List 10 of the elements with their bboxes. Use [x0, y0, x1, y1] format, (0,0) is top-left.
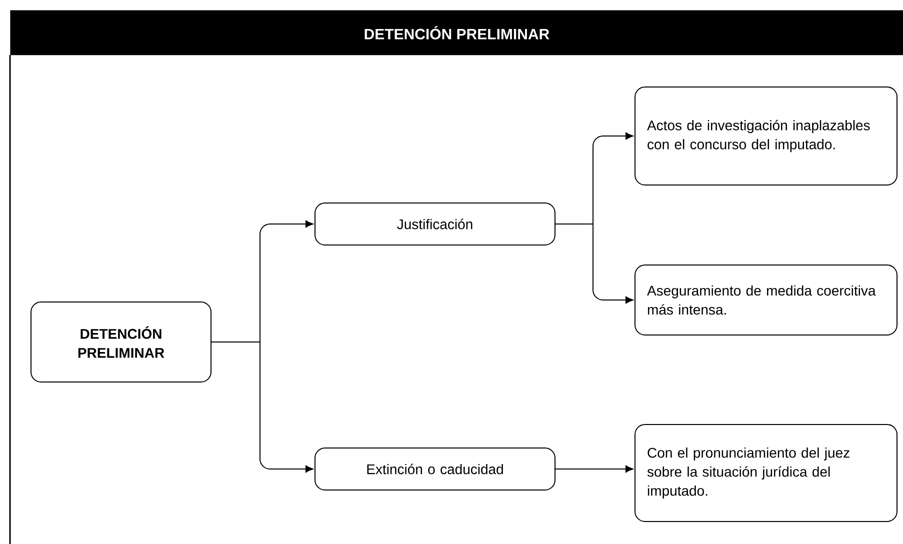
title-bar: DETENCIÓN PRELIMINAR [10, 10, 903, 56]
arrow [555, 224, 634, 304]
rounded-box: Actos de investigación inaplazables con el concurso del imputado. [634, 86, 898, 186]
main-box: DETENCIÓN PRELIMINAR [30, 302, 212, 382]
rounded-box: Aseguramiento de medida coercitiva más intensa. [634, 264, 898, 336]
rounded-box: Extinción o caducidad [314, 448, 556, 490]
rounded-box: Con el pronunciamiento del juez sobre la situación jurídica del imputado. [634, 424, 898, 522]
arrow [211, 342, 314, 473]
rounded-box: Justificación [314, 202, 556, 246]
arrow [555, 465, 634, 473]
